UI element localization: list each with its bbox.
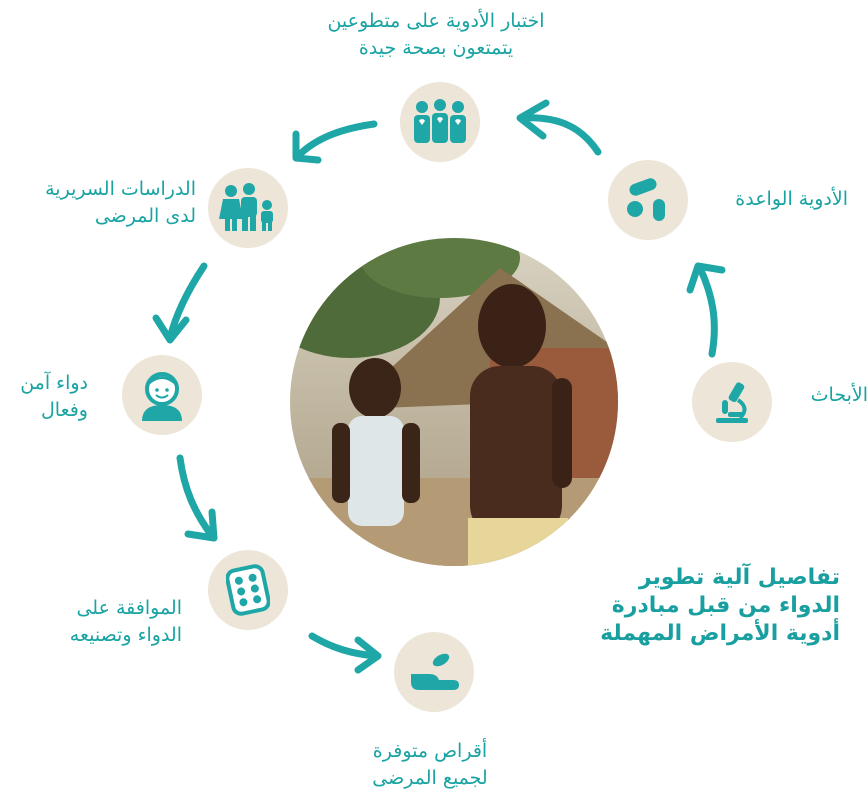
node-healthy	[400, 82, 480, 162]
arrow-promising-to-healthy	[516, 99, 602, 156]
label-safe: دواء آمن وفعال	[20, 370, 88, 424]
family-icon	[219, 183, 273, 231]
healthy-label-line2: يتمتعون بصحة جيدة	[358, 37, 514, 59]
available-label-line2: لجميع المرضى	[372, 767, 488, 789]
node-safe	[122, 355, 202, 435]
microscope-icon	[716, 382, 748, 423]
arrow-research-to-promising	[686, 262, 726, 358]
title-line1: تفاصيل آلية تطوير	[638, 565, 840, 590]
research-label: الأبحاث	[810, 384, 868, 406]
approval-label-line2: الدواء وتصنيعه	[69, 624, 182, 646]
clinical-label-line2: لدى المرضى	[94, 205, 196, 227]
label-healthy: اختبار الأدوية على متطوعين يتمتعون بصحة …	[296, 8, 576, 62]
available-label-line1: أقراص متوفرة	[372, 740, 488, 762]
title-line2: الدواء من قبل مبادرة	[611, 593, 840, 618]
node-approval	[208, 550, 288, 630]
safe-label-line2: وفعال	[40, 399, 88, 421]
smiling-person-icon	[142, 372, 182, 421]
approval-label-line1: الموافقة على	[76, 597, 182, 619]
arrow-safe-to-approval	[176, 454, 218, 542]
arrow-healthy-to-clinical	[292, 120, 378, 164]
diagram-title: تفاصيل آلية تطوير الدواء من قبل مبادرة أ…	[600, 564, 840, 648]
node-research	[692, 362, 772, 442]
label-research: الأبحاث	[811, 382, 868, 409]
arrow-clinical-to-safe	[152, 262, 208, 344]
tablet-pack-icon	[226, 564, 270, 616]
label-promising: الأدوية الواعدة	[735, 186, 848, 213]
node-clinical	[208, 168, 288, 248]
node-promising	[608, 160, 688, 240]
healthy-label-line1: اختبار الأدوية على متطوعين	[327, 10, 545, 32]
promising-label: الأدوية الواعدة	[735, 188, 848, 210]
label-available: أقراص متوفرة لجميع المرضى	[320, 738, 540, 792]
children-photo	[290, 238, 618, 566]
arrow-approval-to-available	[308, 632, 382, 674]
pills-icon	[627, 178, 665, 221]
clinical-label-line1: الدراسات السريرية	[45, 178, 196, 200]
people-hearts-icon	[414, 99, 466, 143]
label-approval: الموافقة على الدواء وتصنيعه	[70, 595, 182, 649]
label-clinical: الدراسات السريرية لدى المرضى	[45, 176, 196, 230]
safe-label-line1: دواء آمن	[20, 372, 88, 394]
title-line3: أدوية الأمراض المهملة	[600, 621, 840, 646]
hand-pill-icon	[411, 653, 459, 690]
node-available	[394, 632, 474, 712]
